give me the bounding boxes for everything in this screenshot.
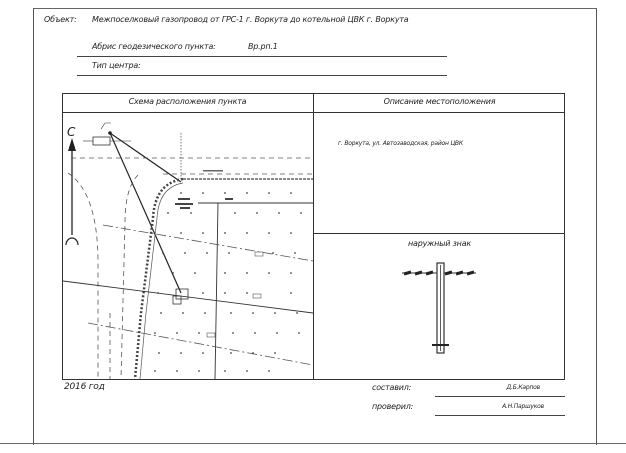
description-header: Описание местоположения — [383, 97, 496, 106]
compiled-name: Д.Б.Карпов — [506, 384, 541, 391]
center-type-label: Тип центра: — [92, 61, 141, 70]
page-bottom-border — [0, 443, 626, 444]
vegetation-dots — [154, 192, 302, 372]
year-label: 2016 год — [64, 382, 105, 392]
location-description: г. Воркута, ул. Автозаводская, район ЦВК — [338, 140, 463, 147]
compiled-label: составил: — [372, 383, 412, 392]
compiled-signature-line — [435, 396, 565, 397]
marker-section-divider — [314, 233, 565, 234]
scheme-header: Схема расположения пункта — [128, 97, 247, 106]
checked-signature-line — [435, 415, 565, 416]
checked-name: А.Н.Паршуков — [502, 403, 544, 410]
center-type-underline — [77, 75, 447, 76]
abris-underline — [77, 56, 447, 57]
outer-sign-drawing — [402, 262, 476, 354]
marker-title: наружный знак — [407, 239, 472, 248]
table-column-divider — [313, 93, 314, 380]
checked-label: проверил: — [372, 402, 414, 411]
location-scheme-map: С — [63, 122, 313, 379]
object-label: Объект: — [44, 15, 77, 24]
drawing-frame — [33, 8, 597, 445]
north-arrow-icon — [65, 138, 79, 246]
north-label: С — [67, 125, 76, 139]
abris-label: Абрис геодезического пункта: — [92, 42, 216, 51]
object-value: Межпоселковый газопровод от ГРС-1 г. Вор… — [92, 15, 409, 24]
table-header-divider — [62, 112, 565, 113]
abris-value: Вр.рп.1 — [248, 42, 278, 51]
